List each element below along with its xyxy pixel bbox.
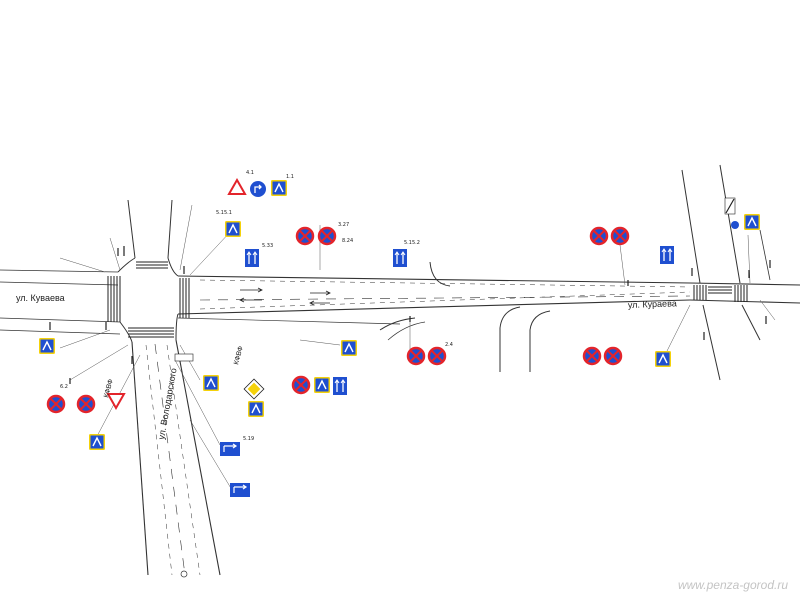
no-stopping-sign-icon — [46, 394, 66, 414]
sign-code: 3.27 — [338, 222, 349, 228]
sign-code: 2.4 — [445, 342, 453, 348]
sign-code: 5.15.2 — [404, 240, 420, 246]
street-label-kuraeva-west: ул. Куваева — [16, 293, 65, 303]
road-east-cross — [681, 164, 771, 381]
lane-direction-sign-icon — [392, 248, 408, 268]
street-label-kuraeva-east: ул. Кураева — [628, 298, 677, 310]
lane-direction-sign-icon — [659, 245, 675, 265]
road-kuraeva — [0, 261, 800, 372]
no-stopping-sign-icon — [291, 375, 311, 395]
sign-code: 4.1 — [246, 170, 254, 176]
sign-code: 6.2 — [60, 384, 68, 390]
no-stopping-sign-icon — [76, 394, 96, 414]
warning-sign-icon — [228, 179, 246, 195]
crossing-sign-icon — [654, 350, 672, 368]
sign-code: 1.1 — [286, 174, 294, 180]
watermark: www.penza-gorod.ru — [677, 578, 788, 592]
crossing-sign-icon — [743, 213, 761, 231]
no-stopping-sign-icon — [603, 346, 623, 366]
crossing-sign-icon — [313, 376, 331, 394]
lane-arrows — [239, 287, 331, 306]
no-stopping-sign-icon — [406, 346, 426, 366]
one-way-sign-icon — [229, 482, 251, 498]
sign-code: 5.19 — [243, 436, 254, 442]
no-stopping-sign-icon — [317, 226, 337, 246]
direction-round-sign-icon — [249, 180, 267, 198]
crossing-sign-icon — [88, 433, 106, 451]
sign-poles — [49, 246, 771, 384]
sign-code: 5.15.1 — [216, 210, 232, 216]
crossing-sign-icon — [202, 374, 220, 392]
no-stopping-sign-icon — [582, 346, 602, 366]
no-stopping-sign-icon — [295, 226, 315, 246]
plate-marker — [174, 353, 194, 362]
signs-west — [38, 179, 408, 498]
crossing-sign-icon — [224, 220, 242, 238]
no-stopping-sign-icon — [589, 226, 609, 246]
lane-direction-sign-icon — [332, 376, 348, 396]
marker-kfvf: КФВФ — [233, 345, 245, 365]
crosswalks — [107, 261, 748, 338]
crossing-sign-icon — [38, 337, 56, 355]
crossing-sign-icon — [270, 179, 288, 197]
signs-east — [406, 197, 761, 368]
survey-point-icon — [180, 570, 188, 578]
sign-code: 5.33 — [262, 243, 273, 249]
priority-road-sign-icon — [243, 378, 265, 400]
no-stopping-sign-icon — [427, 346, 447, 366]
lane-direction-sign-icon — [244, 248, 260, 268]
crossing-sign-icon — [247, 400, 265, 418]
round-sign-icon — [731, 221, 739, 229]
marker-kfvf: КФВФ — [103, 378, 115, 398]
crossing-sign-icon — [340, 339, 358, 357]
street-label-volodarskogo: ул. Володарского — [156, 367, 178, 440]
sign-codes: 1.1 5.33 5.15.1 3.27 8.24 5.15.2 2.4 4.1… — [60, 170, 453, 442]
sign-code: 8.24 — [342, 238, 353, 244]
no-stopping-sign-icon — [610, 226, 630, 246]
one-way-sign-icon — [219, 441, 241, 457]
